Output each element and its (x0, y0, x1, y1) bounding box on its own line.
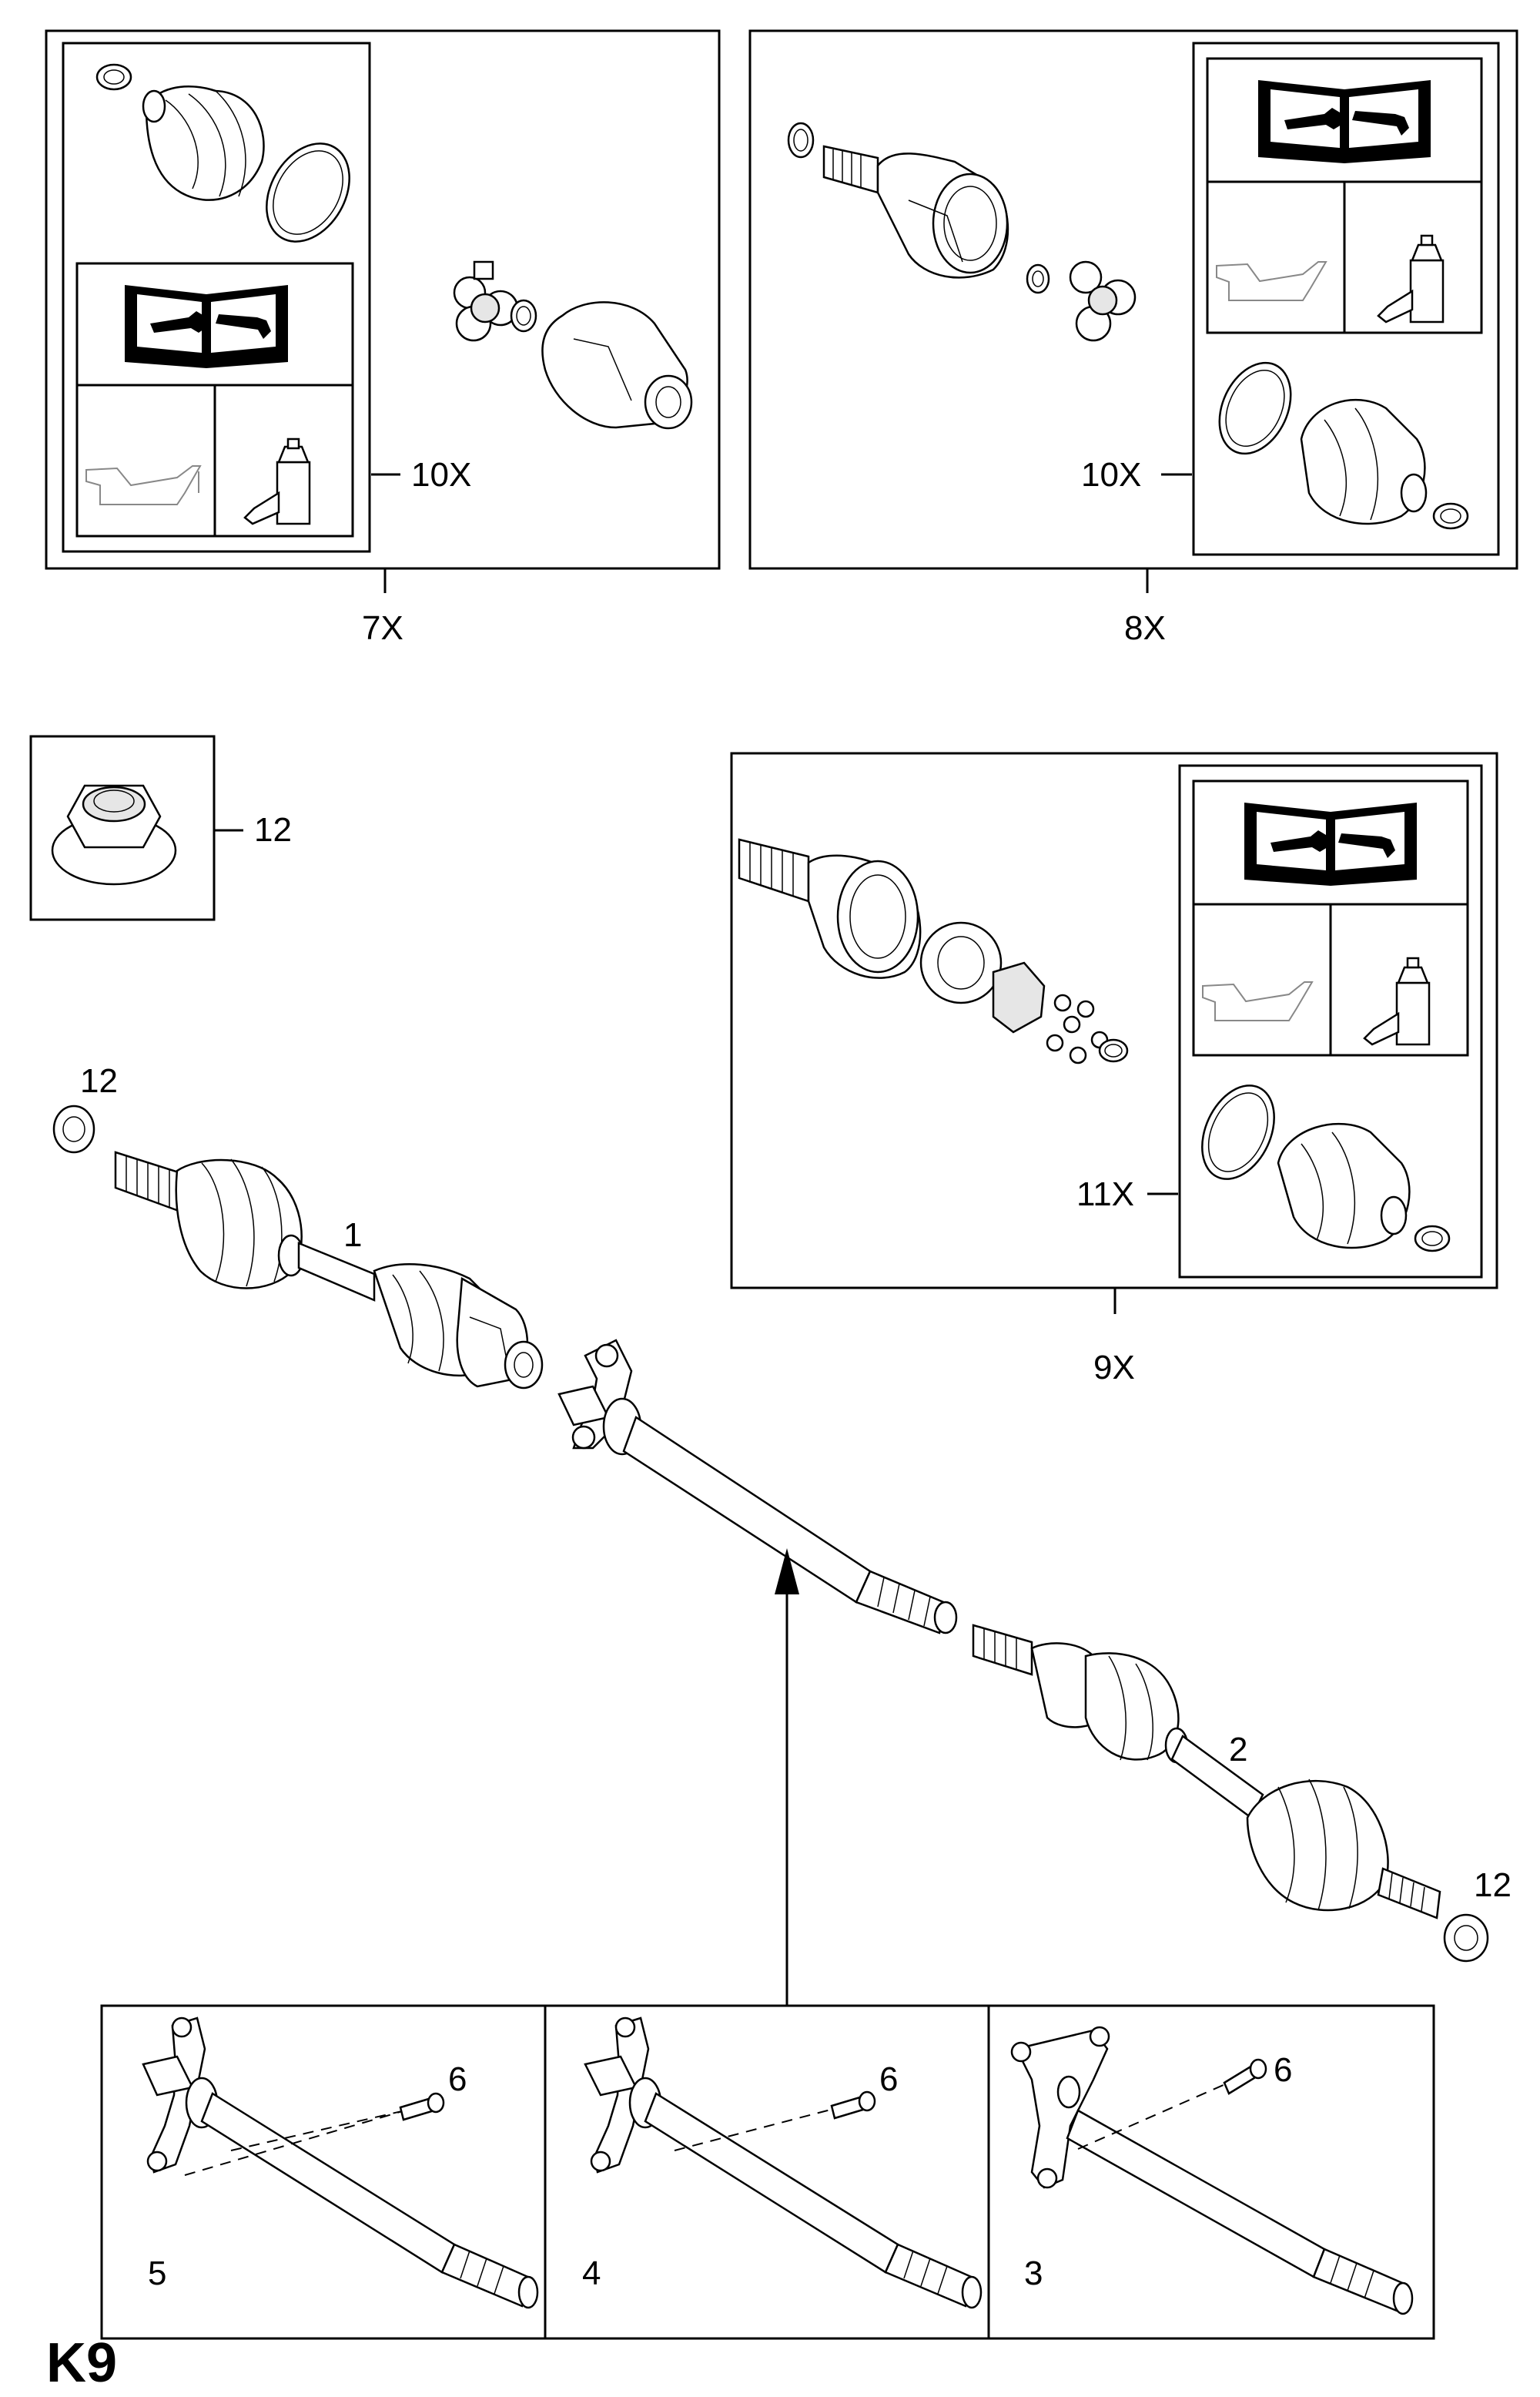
variant-shaft-5: 6 5 (142, 2016, 539, 2309)
callout-7x: 7X (362, 609, 403, 647)
callout-10x-left: 10X (411, 456, 471, 494)
callout-bolt-6a: 6 (448, 2060, 467, 2098)
callout-variant-3: 3 (1024, 2255, 1043, 2292)
callout-variant-5: 5 (148, 2255, 166, 2292)
callout-shaft-2: 2 (1229, 1731, 1247, 1768)
callout-shaft-1: 1 (343, 1216, 362, 1254)
inner-joint-assembly-7x: 10X 7X (45, 29, 721, 647)
callout-11x: 11X (1076, 1175, 1134, 1213)
inner-joint-assembly-8x: 10X 8X (748, 29, 1518, 647)
shaft-variants-panel: 6 5 6 4 (100, 2004, 1435, 2340)
callout-9x: 9X (1093, 1349, 1135, 1386)
variant-shaft-4: 6 4 (582, 2016, 983, 2309)
outer-joint-assembly-9x: 11X 9X (730, 752, 1498, 1386)
intermediate-shaft (557, 1339, 958, 1634)
callout-8x: 8X (1124, 609, 1166, 647)
variant-shaft-3: 6 3 (1010, 2026, 1414, 2315)
callout-12-left: 12 (80, 1062, 118, 1100)
callout-variant-4: 4 (582, 2255, 601, 2292)
right-driveshaft: 2 12 (972, 1624, 1512, 1963)
callout-bolt-6c: 6 (1274, 2051, 1292, 2089)
left-driveshaft: 12 1 (52, 1062, 544, 1390)
callout-12-right: 12 (1474, 1866, 1512, 1904)
callout-10x-right: 10X (1081, 456, 1141, 494)
page-code: K9 (46, 2332, 117, 2394)
arrow-to-shaft (775, 1548, 799, 2006)
callout-12-box: 12 (254, 811, 292, 849)
callout-bolt-6b: 6 (879, 2060, 898, 2098)
hub-nut-box: 12 (29, 735, 292, 921)
